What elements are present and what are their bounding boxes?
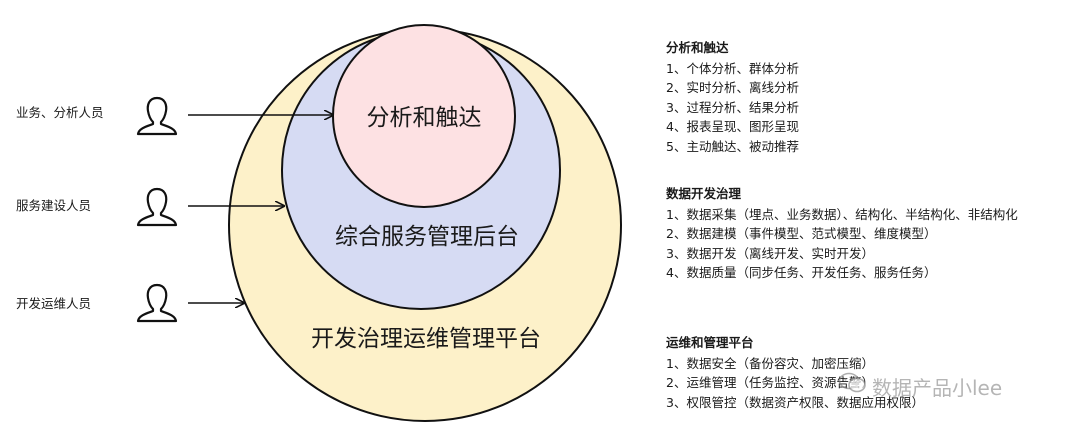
- person-icon: [136, 283, 178, 323]
- panel-item: 3、数据开发（离线开发、实时开发）: [666, 245, 874, 261]
- panel-ops-management: 运维和管理平台 1、数据安全（备份容灾、加密压缩） 2、运维管理（任务监控、资源…: [666, 333, 924, 412]
- panel-item: 1、数据采集（埋点、业务数据）、结构化、半结构化、非结构化: [666, 206, 1018, 222]
- middle-circle-label: 综合服务管理后台: [335, 224, 519, 250]
- person-icon: [136, 187, 178, 227]
- role-label-devops: 开发运维人员: [16, 296, 91, 311]
- panel-analysis-reach: 分析和触达 1、个体分析、群体分析 2、实时分析、离线分析 3、过程分析、结果分…: [666, 38, 799, 156]
- role-label-service: 服务建设人员: [16, 198, 91, 213]
- panel-item: 3、权限管控（数据资产权限、数据应用权限）: [666, 394, 924, 410]
- panel-item: 4、报表呈现、图形呈现: [666, 119, 799, 134]
- role-label-business: 业务、分析人员: [16, 105, 104, 120]
- watermark: 数据产品小lee: [872, 376, 1003, 400]
- outer-circle-label: 开发治理运维管理平台: [311, 326, 541, 352]
- panel-item: 3、过程分析、结果分析: [666, 99, 799, 115]
- wechat-logo-icon: [838, 372, 866, 393]
- panel-title: 运维和管理平台: [666, 335, 754, 350]
- inner-circle-label: 分析和触达: [367, 105, 482, 131]
- panel-item: 4、数据质量（同步任务、开发任务、服务任务）: [666, 265, 937, 280]
- panel-item: 2、运维管理（任务监控、资源告警）: [666, 375, 874, 390]
- panel-data-dev-governance: 数据开发治理 1、数据采集（埋点、业务数据）、结构化、半结构化、非结构化 2、数…: [666, 184, 1018, 283]
- panel-item: 2、数据建模（事件模型、范式模型、维度模型）: [666, 226, 937, 241]
- panel-title: 分析和触达: [666, 40, 729, 55]
- person-icon: [136, 96, 178, 136]
- panel-title: 数据开发治理: [666, 186, 742, 201]
- panel-item: 2、实时分析、离线分析: [666, 80, 799, 95]
- panel-item: 1、数据安全（备份容灾、加密压缩）: [666, 355, 874, 371]
- panel-item: 1、个体分析、群体分析: [666, 60, 799, 76]
- panel-item: 5、主动触达、被动推荐: [666, 138, 799, 154]
